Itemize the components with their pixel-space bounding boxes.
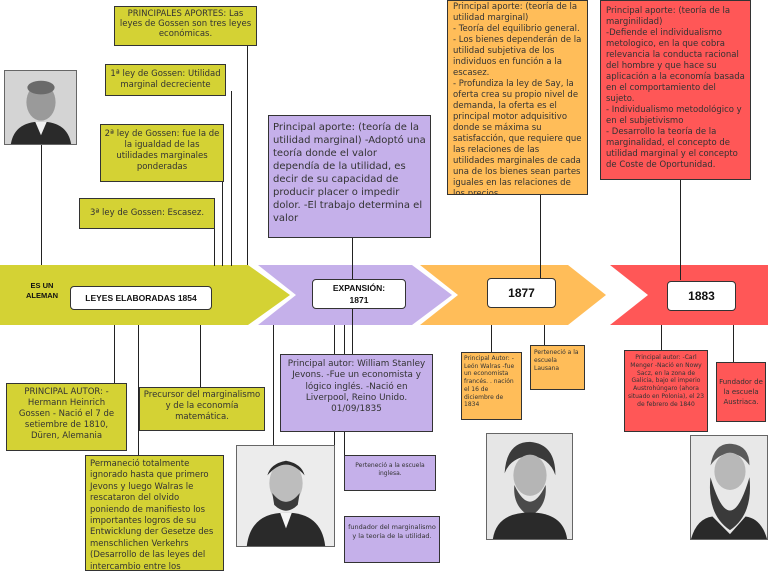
walras-aporte-item: - Profundiza la ley de Say, la oferta cr… (453, 79, 582, 195)
portrait-walras-icon (486, 433, 573, 540)
permanecio-box: Permaneció totalmente ignorado hasta que… (85, 455, 224, 571)
connector-line (114, 325, 115, 383)
menger-fundador-box: Fundador de la escuela Austriaca. (716, 362, 766, 422)
principales-aportes-box: PRINCIPALES APORTES: Las leyes de Gossen… (114, 6, 257, 46)
connector-line (491, 325, 492, 352)
gossen-autor-box: PRINCIPAL AUTOR: - Hermann Heinrich Goss… (6, 383, 127, 451)
precursor-box: Precursor del marginalismo y de la econo… (139, 387, 265, 431)
menger-aporte-box: Principal aporte: (teoría de la marginil… (600, 0, 751, 180)
jevons-aporte-box: Principal aporte: (teoría de la utilidad… (268, 115, 431, 238)
menger-aporte-item: -Defiende el individualismo metologico, … (606, 28, 745, 104)
menger-autor-box: Principal autor: -Carl Menger -Nació en … (624, 350, 708, 432)
connector-line (138, 325, 139, 455)
portrait-jevons-icon (236, 445, 335, 547)
connector-line (680, 180, 681, 280)
ley-3-box: 3ª ley de Gossen: Escasez. (79, 198, 215, 229)
year-1877-label: 1877 (487, 278, 556, 308)
walras-aporte-item: - Los bienes dependerán de la utilidad s… (453, 35, 582, 78)
jevons-autor-box: Principal autor: William Stanley Jevons.… (280, 354, 433, 432)
walras-escuela-box: Perteneció a la escuela Lausana (530, 345, 585, 390)
jevons-fundador-box: fundador del marginalismo y la teoría de… (344, 516, 440, 563)
connector-line (352, 238, 353, 280)
portrait-gossen-icon (4, 70, 77, 145)
ley-1-box: 1ª ley de Gossen: Utilidad marginal decr… (105, 64, 226, 96)
walras-aporte-item: - Teoría del equilibrio general. (453, 24, 580, 34)
expansion-label: EXPANSIÓN: 1871 (312, 279, 406, 309)
connector-line (273, 325, 274, 445)
connector-line (247, 45, 248, 265)
connector-line (733, 325, 734, 362)
jevons-escuela-box: Perteneció a la escuela inglesa. (344, 455, 436, 491)
es-un-aleman-label: ES UN ALEMAN (25, 281, 59, 300)
connector-line (231, 91, 232, 266)
menger-aporte-item: - Desarrollo la teoría de la marginalida… (606, 127, 738, 170)
menger-aporte-title: Principal aporte: (teoría de la marginil… (606, 6, 731, 27)
connector-line (540, 195, 541, 280)
connector-line (352, 308, 353, 354)
connector-line (661, 325, 662, 350)
connector-line (200, 325, 201, 387)
walras-aporte-title: Principal aporte: (teoría de la utilidad… (453, 2, 578, 23)
connector-line (41, 145, 42, 265)
walras-aporte-box: Principal aporte: (teoría de la utilidad… (447, 0, 588, 195)
menger-aporte-item: - Individualismo metodológico y en el su… (606, 105, 742, 126)
connector-line (544, 325, 545, 345)
connector-line (214, 226, 215, 266)
portrait-menger-icon (690, 435, 768, 540)
connector-line (222, 181, 223, 266)
ley-2-box: 2ª ley de Gossen: fue la de la igualdad … (100, 124, 224, 182)
walras-autor-box: Principal Autor: - León Walras -fue un e… (461, 352, 522, 420)
leyes-elaboradas-label: LEYES ELABORADAS 1854 (70, 286, 212, 310)
year-1883-label: 1883 (667, 281, 736, 311)
